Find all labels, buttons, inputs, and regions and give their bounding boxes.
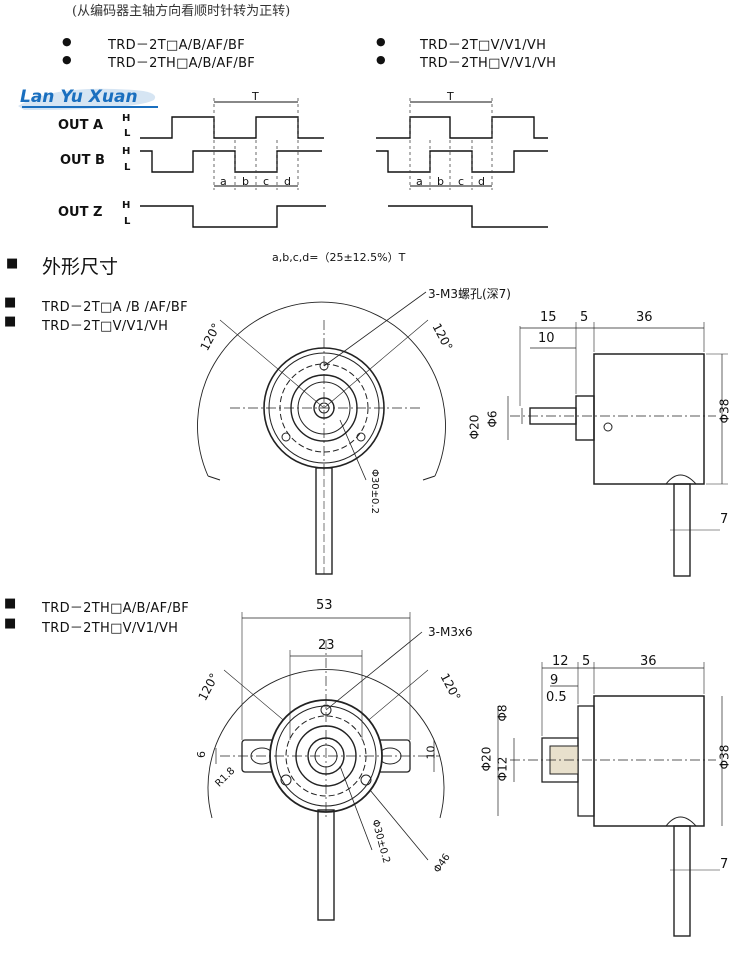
dim-body-dia: Φ20 bbox=[467, 414, 482, 440]
segment-b: b bbox=[242, 175, 249, 188]
model-left-1: TRD－2T□A/B/AF/BF bbox=[108, 38, 245, 53]
segment-a: a bbox=[416, 175, 423, 188]
drawing2-side-view bbox=[497, 662, 723, 937]
segment-d: d bbox=[478, 175, 485, 188]
dim-10-flange: 10 bbox=[424, 745, 438, 760]
dim-body-dia-2: Φ20 bbox=[479, 746, 494, 772]
period-label: T bbox=[252, 90, 259, 103]
dim-7: 7 bbox=[720, 512, 729, 527]
bullet-icon: ● bbox=[62, 53, 72, 66]
channel-a-label: OUT A bbox=[58, 118, 104, 133]
high-label: H bbox=[122, 200, 131, 211]
drawing1-front-view bbox=[197, 291, 446, 575]
period-label: T bbox=[447, 90, 454, 103]
drawing1-hole-label: 3-M3螺孔(深7) bbox=[428, 287, 511, 301]
low-label: L bbox=[124, 162, 131, 173]
dim-5: 5 bbox=[580, 310, 589, 325]
segment-formula: a,b,c,d=（25±12.5%）T bbox=[272, 251, 406, 264]
square-bullet-icon: ■ bbox=[4, 596, 17, 611]
brand-logo: Lan Yu Xuan bbox=[18, 87, 158, 110]
segment-c: c bbox=[458, 175, 465, 188]
dim-23: 23 bbox=[318, 638, 335, 653]
square-bullet-icon: ■ bbox=[4, 295, 17, 310]
dim-shaft-dia: Φ6 bbox=[485, 410, 500, 428]
dim-hole-dia: Φ8 bbox=[495, 704, 510, 722]
dim-7b: 7 bbox=[720, 857, 729, 872]
segment-c: c bbox=[263, 175, 270, 188]
dim-15: 15 bbox=[540, 310, 557, 325]
segment-d: d bbox=[284, 175, 291, 188]
drawing1-model-1: TRD－2T□A /B /AF/BF bbox=[42, 300, 188, 315]
square-bullet-icon: ■ bbox=[4, 616, 17, 631]
drawing1-model-2: TRD－2T□V/V1/VH bbox=[42, 319, 169, 334]
drawing2-hole-label: 3-M3x6 bbox=[428, 625, 473, 639]
svg-text:Lan Yu Xuan: Lan Yu Xuan bbox=[20, 87, 138, 107]
drawing1-pcd-label: Φ30±0.2 bbox=[368, 469, 380, 514]
dim-36: 36 bbox=[636, 310, 653, 325]
high-label: H bbox=[122, 113, 131, 124]
channel-z-label: OUT Z bbox=[58, 205, 103, 220]
drawing1-side-view bbox=[507, 322, 728, 577]
rotation-note: (从编码器主轴方向看顺时针转为正转) bbox=[72, 4, 291, 19]
dim-12: 12 bbox=[552, 654, 569, 669]
low-label: L bbox=[124, 216, 131, 227]
dim-36b: 36 bbox=[640, 654, 657, 669]
dim-53: 53 bbox=[316, 598, 333, 613]
bullet-icon: ● bbox=[376, 53, 386, 66]
model-right-2: TRD－2TH□V/V1/VH bbox=[420, 56, 557, 71]
dim-05: 0.5 bbox=[546, 690, 567, 705]
model-right-1: TRD－2T□V/V1/VH bbox=[420, 38, 547, 53]
bullet-icon: ● bbox=[62, 35, 72, 48]
drawing2-model-1: TRD－2TH□A/B/AF/BF bbox=[42, 601, 190, 616]
dim-9: 9 bbox=[550, 673, 559, 688]
dim-bore-dia: Φ12 bbox=[495, 756, 510, 782]
dim-5b: 5 bbox=[582, 654, 591, 669]
dim-6: 6 bbox=[195, 751, 208, 758]
dim-38: Φ38 bbox=[717, 398, 732, 424]
segment-b: b bbox=[437, 175, 444, 188]
channel-b-label: OUT B bbox=[60, 153, 105, 168]
section-marker-icon: ■ bbox=[6, 256, 19, 271]
low-label: L bbox=[124, 128, 131, 139]
square-bullet-icon: ■ bbox=[4, 314, 17, 329]
drawing2-front-view bbox=[207, 612, 445, 921]
model-left-2: TRD－2TH□A/B/AF/BF bbox=[108, 56, 256, 71]
section-title: 外形尺寸 bbox=[42, 256, 119, 278]
dim-10: 10 bbox=[538, 331, 555, 346]
segment-a: a bbox=[220, 175, 227, 188]
dim-38b: Φ38 bbox=[717, 744, 732, 770]
drawing2-model-2: TRD－2TH□V/V1/VH bbox=[42, 621, 179, 636]
waveform-diagram bbox=[140, 98, 548, 228]
bullet-icon: ● bbox=[376, 35, 386, 48]
high-label: H bbox=[122, 146, 131, 157]
